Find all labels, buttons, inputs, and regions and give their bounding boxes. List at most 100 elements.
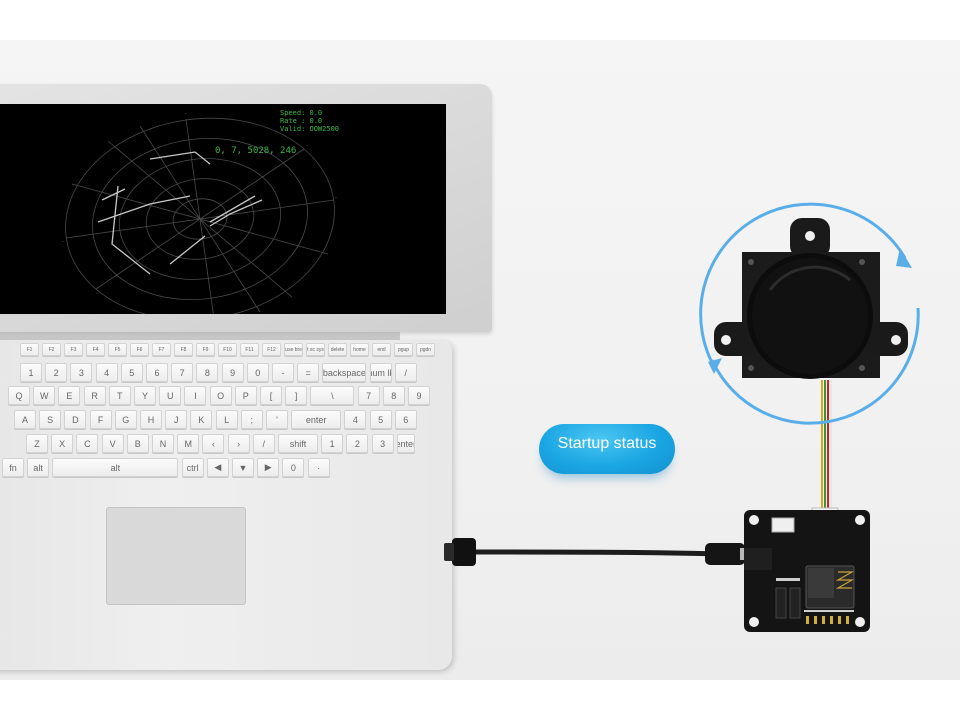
key[interactable]: 7 xyxy=(171,363,194,382)
key[interactable]: \ xyxy=(310,386,355,405)
key[interactable]: W xyxy=(33,386,56,405)
key[interactable]: [ xyxy=(260,386,282,405)
rotation-arrow-icon xyxy=(699,202,920,425)
key[interactable]: enter xyxy=(396,434,415,453)
key[interactable]: delete xyxy=(328,343,347,356)
key[interactable]: / xyxy=(252,434,275,453)
key[interactable]: 4 xyxy=(95,363,118,382)
key[interactable]: prt sc sysrq xyxy=(306,343,325,356)
key[interactable]: Z xyxy=(26,434,48,453)
key[interactable]: 5 xyxy=(120,363,143,382)
key[interactable]: U xyxy=(159,386,182,405)
key[interactable]: F11 xyxy=(240,343,259,356)
key[interactable]: 5 xyxy=(369,410,392,429)
key[interactable]: 3 xyxy=(371,434,394,453)
key[interactable]: pgdn xyxy=(416,343,435,356)
key[interactable]: 9 xyxy=(221,363,244,382)
laptop-lid: ·· ·· ·· Speed: 0.0 Rate : 0.0 Valid: OO… xyxy=(0,84,492,332)
key[interactable]: B xyxy=(126,434,149,453)
key[interactable]: F5 xyxy=(108,343,127,356)
key[interactable]: 0 xyxy=(282,458,305,477)
key[interactable]: I xyxy=(184,386,207,405)
key[interactable]: 1 xyxy=(20,363,42,382)
key[interactable]: 1 xyxy=(321,434,344,453)
rotation-arrowhead-top xyxy=(896,248,912,268)
key[interactable]: ctrl xyxy=(181,458,204,477)
key[interactable]: 6 xyxy=(146,363,168,382)
key[interactable]: - xyxy=(272,363,294,382)
key[interactable]: ‹ xyxy=(202,434,225,453)
key[interactable]: 4 xyxy=(344,410,367,429)
key[interactable]: F xyxy=(89,410,112,429)
key[interactable]: 8 xyxy=(382,386,405,405)
hardware-illustration xyxy=(444,202,920,632)
usb-plug-right xyxy=(705,543,745,565)
key[interactable]: ; xyxy=(240,410,263,429)
key[interactable]: 7 xyxy=(357,386,380,405)
key[interactable]: 8 xyxy=(196,363,219,382)
key[interactable]: V xyxy=(101,434,124,453)
key[interactable]: A xyxy=(14,410,36,429)
scan-points xyxy=(97,151,263,275)
key[interactable]: pgup xyxy=(394,343,413,356)
key[interactable]: / xyxy=(394,363,417,382)
key[interactable]: J xyxy=(165,410,188,429)
key[interactable]: ◀ xyxy=(206,458,229,477)
key[interactable]: = xyxy=(297,363,320,382)
key[interactable]: F12 xyxy=(262,343,281,356)
key[interactable]: N xyxy=(152,434,174,453)
key[interactable]: ] xyxy=(285,386,308,405)
key[interactable]: Q xyxy=(8,386,30,405)
key[interactable]: end xyxy=(372,343,391,356)
usb-plug-left xyxy=(452,538,476,566)
key[interactable]: P xyxy=(234,386,257,405)
key[interactable]: S xyxy=(39,410,62,429)
key[interactable]: G xyxy=(114,410,137,429)
key[interactable]: C xyxy=(76,434,99,453)
key[interactable]: T xyxy=(108,386,131,405)
lidar-radar-plot: ·· ·· ·· xyxy=(62,111,337,314)
key[interactable]: alt xyxy=(27,458,50,477)
key[interactable]: F10 xyxy=(218,343,237,356)
key[interactable]: O xyxy=(209,386,232,405)
key[interactable]: enter xyxy=(291,410,342,429)
key[interactable]: shift xyxy=(278,434,318,453)
key[interactable]: ' xyxy=(266,410,288,429)
key[interactable]: F7 xyxy=(152,343,171,356)
key[interactable]: ▶ xyxy=(257,458,280,477)
key[interactable]: R xyxy=(83,386,106,405)
key[interactable]: E xyxy=(58,386,81,405)
readout-valid: Valid: OOW2500 xyxy=(280,125,340,133)
key[interactable]: fn xyxy=(2,458,24,477)
key[interactable]: H xyxy=(140,410,162,429)
key[interactable]: 3 xyxy=(70,363,93,382)
key[interactable]: num lk xyxy=(369,363,392,382)
key[interactable]: F6 xyxy=(130,343,149,356)
key[interactable]: F2 xyxy=(42,343,61,356)
key[interactable]: 9 xyxy=(408,386,430,405)
key[interactable]: › xyxy=(227,434,250,453)
key[interactable]: ▼ xyxy=(232,458,254,477)
key[interactable]: · xyxy=(307,458,330,477)
trackpad[interactable] xyxy=(106,507,246,605)
key[interactable]: F4 xyxy=(86,343,105,356)
key[interactable]: alt xyxy=(52,458,179,477)
key[interactable]: 2 xyxy=(346,434,369,453)
svg-text:·: · xyxy=(306,143,308,150)
key[interactable]: Y xyxy=(134,386,156,405)
key[interactable]: F1 xyxy=(20,343,39,356)
key[interactable]: K xyxy=(190,410,213,429)
key[interactable]: L xyxy=(215,410,238,429)
key[interactable]: 0 xyxy=(246,363,269,382)
key[interactable]: D xyxy=(64,410,87,429)
key[interactable]: 6 xyxy=(394,410,417,429)
key[interactable]: F8 xyxy=(174,343,193,356)
key[interactable]: X xyxy=(51,434,74,453)
key[interactable]: pause break xyxy=(284,343,303,356)
key[interactable]: F3 xyxy=(64,343,83,356)
key[interactable]: F9 xyxy=(196,343,215,356)
key[interactable]: 2 xyxy=(45,363,68,382)
key[interactable]: M xyxy=(177,434,200,453)
key[interactable]: home xyxy=(350,343,369,356)
key[interactable]: backspace xyxy=(322,363,367,382)
